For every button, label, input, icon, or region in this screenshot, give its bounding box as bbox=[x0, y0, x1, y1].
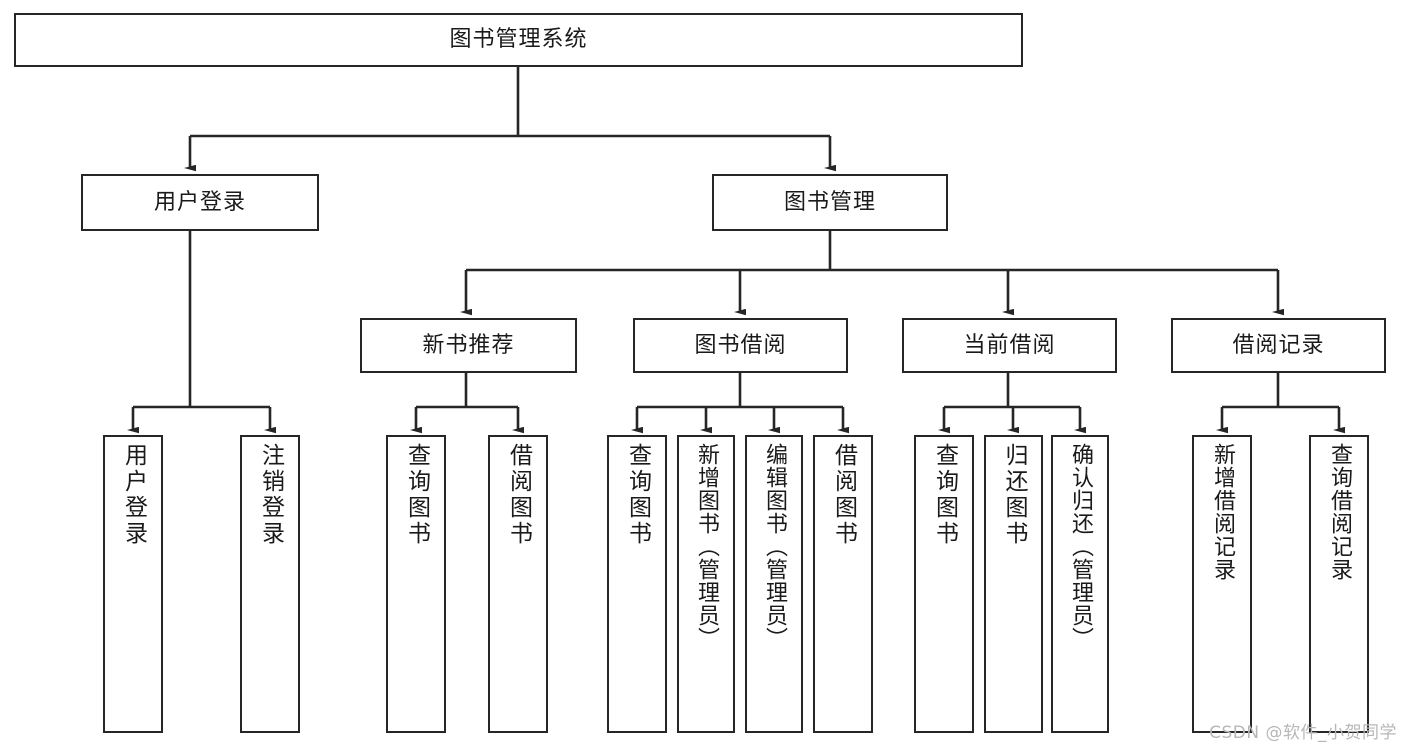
node-label: 归还图书 bbox=[1001, 443, 1027, 547]
node-label: 用户登录 bbox=[153, 189, 246, 215]
node-label: 编辑图书（管理员） bbox=[762, 443, 787, 650]
node-leaf-user-logout[interactable]: 注销登录 bbox=[240, 435, 300, 733]
node-new-book-rec[interactable]: 新书推荐 bbox=[360, 318, 577, 373]
csdn-watermark: CSDN @软件_小贺同学 bbox=[1209, 723, 1397, 743]
node-leaf-return-book[interactable]: 归还图书 bbox=[984, 435, 1043, 733]
node-label: 借阅图书 bbox=[830, 443, 857, 547]
node-label: 新增借阅记录 bbox=[1210, 443, 1235, 581]
node-current-borrow[interactable]: 当前借阅 bbox=[902, 318, 1117, 373]
node-label: 查询图书 bbox=[403, 443, 430, 547]
node-leaf-edit-book[interactable]: 编辑图书（管理员） bbox=[745, 435, 803, 733]
node-borrow-record[interactable]: 借阅记录 bbox=[1171, 318, 1386, 373]
node-label: 当前借阅 bbox=[963, 332, 1056, 358]
node-leaf-query-book-1[interactable]: 查询图书 bbox=[386, 435, 446, 733]
node-user-login[interactable]: 用户登录 bbox=[81, 174, 319, 231]
node-label: 借阅图书 bbox=[505, 443, 532, 547]
node-label: 图书管理系统 bbox=[449, 27, 588, 53]
node-label: 新增图书（管理员） bbox=[694, 443, 719, 650]
node-label: 新书推荐 bbox=[422, 332, 515, 358]
node-leaf-user-login[interactable]: 用户登录 bbox=[103, 435, 163, 733]
node-label: 注销登录 bbox=[257, 443, 284, 547]
node-leaf-query-book-3[interactable]: 查询图书 bbox=[914, 435, 974, 733]
node-label: 查询借阅记录 bbox=[1327, 443, 1352, 581]
node-leaf-query-record[interactable]: 查询借阅记录 bbox=[1309, 435, 1369, 733]
node-leaf-add-record[interactable]: 新增借阅记录 bbox=[1192, 435, 1252, 733]
node-label: 查询图书 bbox=[624, 443, 651, 547]
node-label: 查询图书 bbox=[931, 443, 958, 547]
node-label: 图书管理 bbox=[783, 189, 876, 215]
node-leaf-borrow-book-1[interactable]: 借阅图书 bbox=[488, 435, 548, 733]
node-label: 借阅记录 bbox=[1232, 332, 1325, 358]
node-leaf-borrow-book-2[interactable]: 借阅图书 bbox=[813, 435, 873, 733]
node-label: 图书借阅 bbox=[694, 332, 787, 358]
node-label: 用户登录 bbox=[120, 443, 147, 547]
node-leaf-confirm-return[interactable]: 确认归还（管理员） bbox=[1051, 435, 1109, 733]
node-label: 确认归还（管理员） bbox=[1068, 443, 1093, 650]
node-leaf-add-book[interactable]: 新增图书（管理员） bbox=[677, 435, 735, 733]
node-book-manage[interactable]: 图书管理 bbox=[712, 174, 948, 231]
node-leaf-query-book-2[interactable]: 查询图书 bbox=[607, 435, 667, 733]
node-root-system[interactable]: 图书管理系统 bbox=[14, 13, 1023, 67]
node-book-borrow[interactable]: 图书借阅 bbox=[633, 318, 848, 373]
